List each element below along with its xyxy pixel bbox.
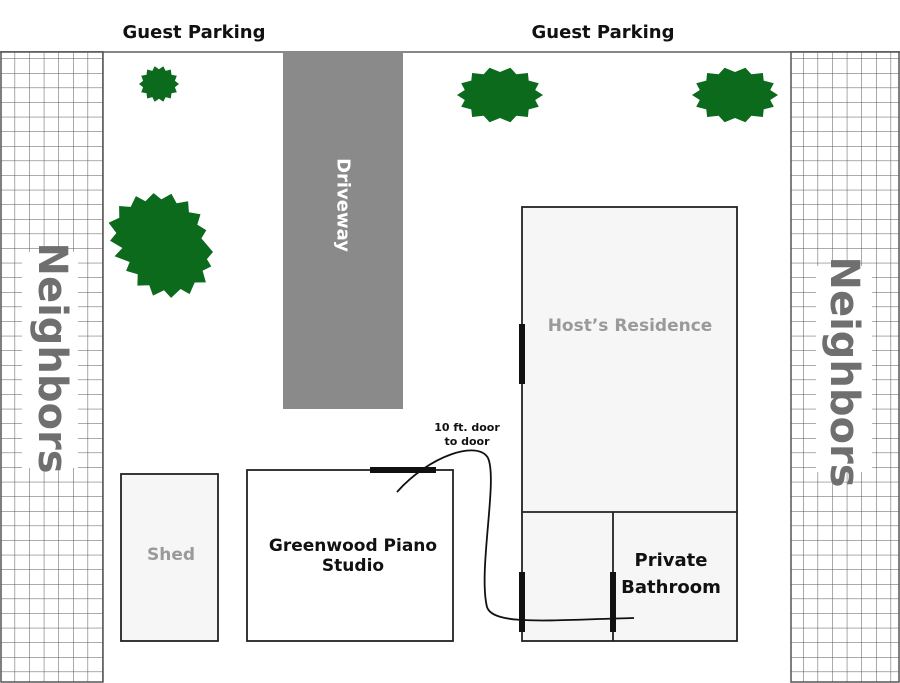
shed-label: Shed — [147, 545, 195, 565]
neighbors-left-area: Neighbors — [0, 51, 104, 683]
driveway: Driveway — [283, 52, 403, 409]
studio-label-line2: Studio — [322, 556, 384, 576]
guest-parking-right-label: Guest Parking — [532, 22, 675, 43]
neighbors-right-label: Neighbors — [821, 256, 867, 487]
driveway-label: Driveway — [333, 158, 354, 252]
distance-label-line2: to door — [444, 435, 490, 448]
piano-studio: Greenwood Piano Studio — [246, 469, 454, 642]
studio-label-line1: Greenwood Piano — [269, 536, 437, 556]
tree-icon — [108, 193, 213, 298]
tree-icon — [139, 66, 179, 102]
bathroom-label-line1: Private — [635, 550, 708, 571]
private-bathroom: Private Bathroom — [621, 550, 721, 598]
guest-parking-left-label: Guest Parking — [123, 22, 266, 43]
shed: Shed — [120, 473, 219, 642]
neighbors-left-label: Neighbors — [29, 242, 75, 473]
tree-icon — [457, 67, 543, 123]
tree-icon — [692, 67, 778, 123]
bathroom-label-line2: Bathroom — [621, 577, 721, 598]
distance-label-line1: 10 ft. door — [434, 421, 500, 434]
host-residence: Host’s Residence — [521, 206, 738, 642]
neighbors-right-area: Neighbors — [790, 51, 900, 683]
walking-path — [396, 449, 635, 622]
residence-label: Host’s Residence — [548, 316, 713, 336]
